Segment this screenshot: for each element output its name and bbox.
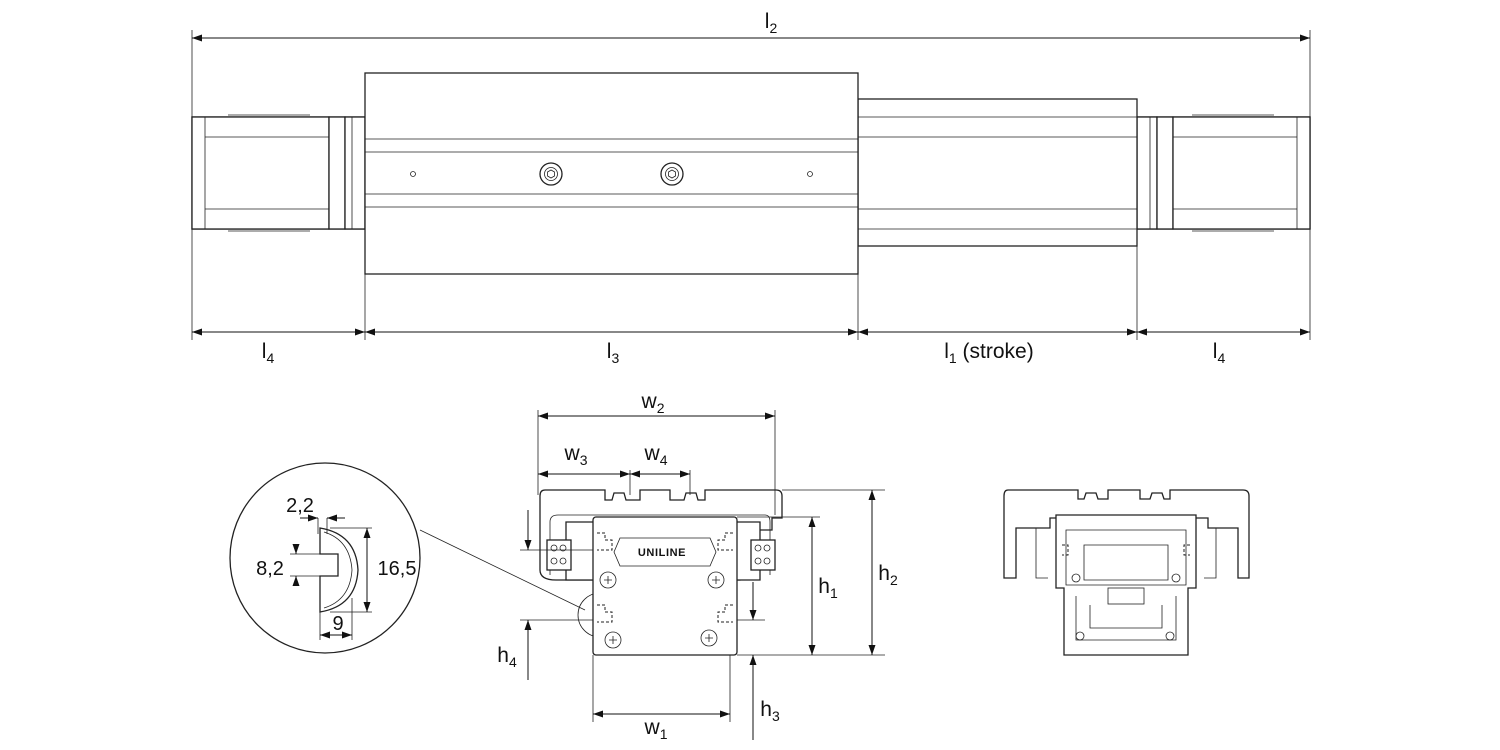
label-h1: h1: [818, 575, 838, 601]
front-view-dimensions: w2 w3 w4 w1 h1 h2 h3 h4: [497, 390, 898, 742]
detail-dim-16-5: 16,5: [378, 558, 417, 580]
right-end-cap: [1136, 114, 1311, 232]
label-l2: l2: [765, 10, 778, 36]
bearing-left: [546, 539, 572, 571]
detail-dim-8-2: 8,2: [256, 558, 284, 580]
t-slot-profile: [319, 527, 359, 613]
label-h2: h2: [878, 562, 898, 588]
socket-screw-right-icon: [660, 162, 684, 186]
section-outer-carriage: [1003, 489, 1250, 579]
bearing-right: [750, 539, 776, 571]
label-l4-left: l4: [262, 340, 275, 366]
inner-slider: [857, 98, 1138, 247]
carriage: [364, 72, 859, 275]
label-w4: w4: [644, 442, 668, 468]
socket-screw-left-icon: [539, 162, 563, 186]
small-hole-right: [807, 171, 813, 177]
detail-leader: [419, 529, 586, 611]
front-view: UNILINE: [539, 489, 783, 656]
label-w2: w2: [641, 390, 665, 416]
label-h3: h3: [760, 698, 780, 724]
detail-circle: [229, 462, 421, 654]
label-l1-stroke: l1 (stroke): [944, 340, 1033, 366]
label-w1: w1: [644, 716, 668, 742]
detail-dim-9: 9: [332, 613, 343, 635]
uniline-logo: UNILINE: [638, 547, 686, 559]
cross-section-view: [1003, 489, 1250, 656]
end-plate: UNILINE: [592, 516, 738, 656]
label-l3: l3: [607, 340, 620, 366]
detail-view: 2,2 8,2 16,5 9: [229, 462, 623, 654]
label-l4-right: l4: [1213, 340, 1226, 366]
phillips-screw-icon: [599, 571, 725, 649]
label-h4: h4: [497, 644, 517, 670]
detail-dim-2-2: 2,2: [286, 495, 314, 517]
small-hole-left: [410, 171, 416, 177]
side-view-dimensions: l2 l4 l3 l1 (stroke) l4: [191, 10, 1311, 366]
side-view: [191, 72, 1311, 275]
left-end-cap: [191, 114, 366, 232]
label-w3: w3: [564, 442, 588, 468]
